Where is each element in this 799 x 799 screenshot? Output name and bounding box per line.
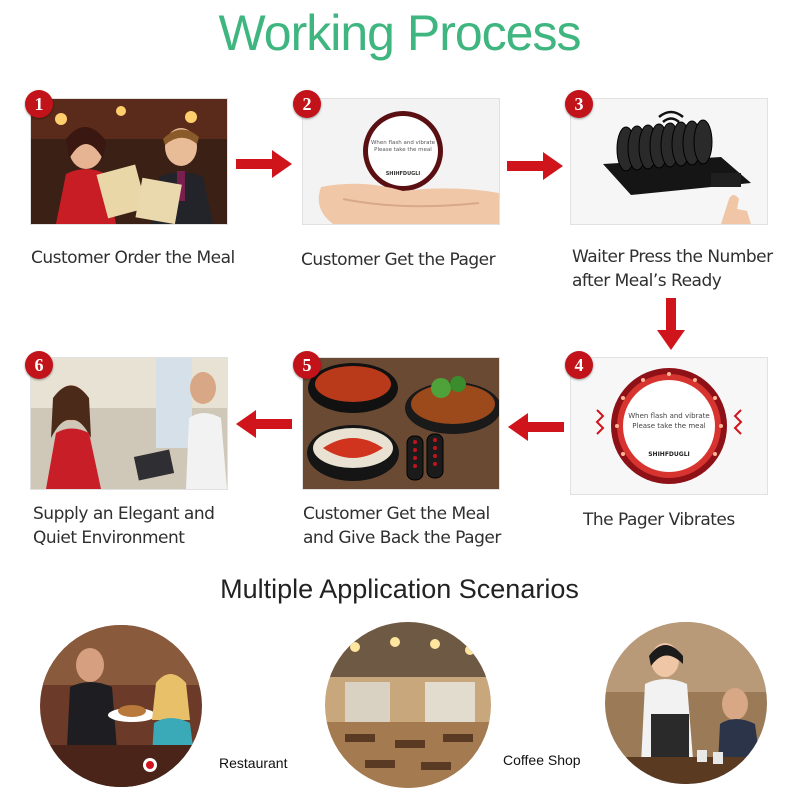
- hand-holding-pager-illustration: When flash and vibrate Please take the m…: [303, 99, 499, 224]
- step-6-badge: 6: [25, 351, 53, 379]
- restaurant-couple-illustration: [31, 99, 227, 224]
- pager-line-1: When flash and vibrate: [628, 412, 709, 420]
- step-6-caption: Supply an Elegant and Quiet Environment: [33, 502, 215, 550]
- step-5-caption-line-1: Customer Get the Meal: [303, 504, 490, 524]
- step-2-caption: Customer Get the Pager: [301, 248, 496, 272]
- scenario-label-coffee-shop: Coffee Shop: [503, 752, 581, 768]
- restaurant-illustration: [40, 625, 202, 787]
- step-5-caption-line-2: and Give Back the Pager: [303, 528, 501, 548]
- step-1-badge: 1: [25, 90, 53, 118]
- charging-base-illustration: [571, 99, 767, 224]
- coffee-shop-photo: [605, 622, 767, 784]
- step-2-caption-line: Customer Get the Pager: [301, 250, 496, 270]
- vibration-icon: [595, 409, 743, 435]
- vibrating-pager-illustration: When flash and vibrate Please take the m…: [571, 358, 767, 494]
- step-4-caption: The Pager Vibrates: [583, 508, 735, 532]
- arrow-right-icon: [507, 152, 563, 180]
- pager-line-2: Please take the meal: [374, 147, 432, 153]
- coffee-shop-illustration: [605, 622, 767, 784]
- pager-brand: SHIHFDUGLI: [648, 451, 690, 458]
- food-court-photo: [325, 622, 491, 788]
- step-6-caption-line-1: Supply an Elegant and: [33, 504, 215, 524]
- arrow-right-icon: [236, 150, 292, 178]
- food-court-illustration: [325, 622, 491, 788]
- pager-line-2: Please take the meal: [632, 422, 705, 430]
- step-2-image: When flash and vibrate Please take the m…: [302, 98, 500, 225]
- step-5-image: [302, 357, 500, 490]
- step-1-image: [30, 98, 228, 225]
- step-6-caption-line-2: Quiet Environment: [33, 528, 185, 548]
- scenario-label-restaurant: Restaurant: [219, 755, 288, 771]
- elegant-environment-illustration: [31, 358, 227, 489]
- step-6-image: [30, 357, 228, 490]
- restaurant-photo: [40, 625, 202, 787]
- step-5-badge: 5: [293, 351, 321, 379]
- step-3-caption: Waiter Press the Number after Meal’s Rea…: [572, 245, 773, 293]
- step-4-badge: 4: [565, 351, 593, 379]
- meal-and-pagers-illustration: [303, 358, 499, 489]
- step-3-badge: 3: [565, 90, 593, 118]
- step-4-caption-line: The Pager Vibrates: [583, 510, 735, 530]
- step-4-image: When flash and vibrate Please take the m…: [570, 357, 768, 495]
- step-5-caption: Customer Get the Meal and Give Back the …: [303, 502, 501, 550]
- step-1-caption: Customer Order the Meal: [31, 246, 235, 270]
- arrow-left-icon: [236, 410, 292, 438]
- step-3-image: [570, 98, 768, 225]
- step-2-badge: 2: [293, 90, 321, 118]
- arrow-left-icon: [508, 413, 564, 441]
- step-1-caption-line: Customer Order the Meal: [31, 248, 235, 268]
- pager-line-1: When flash and vibrate: [371, 140, 436, 146]
- scenarios-title: Multiple Application Scenarios: [220, 574, 579, 604]
- page-title: Working Process: [218, 5, 582, 61]
- pager-brand: SHIHFDUGLI: [386, 171, 421, 177]
- arrow-down-icon: [657, 298, 685, 350]
- step-3-caption-line-1: Waiter Press the Number: [572, 247, 773, 267]
- step-3-caption-line-2: after Meal’s Ready: [572, 271, 722, 291]
